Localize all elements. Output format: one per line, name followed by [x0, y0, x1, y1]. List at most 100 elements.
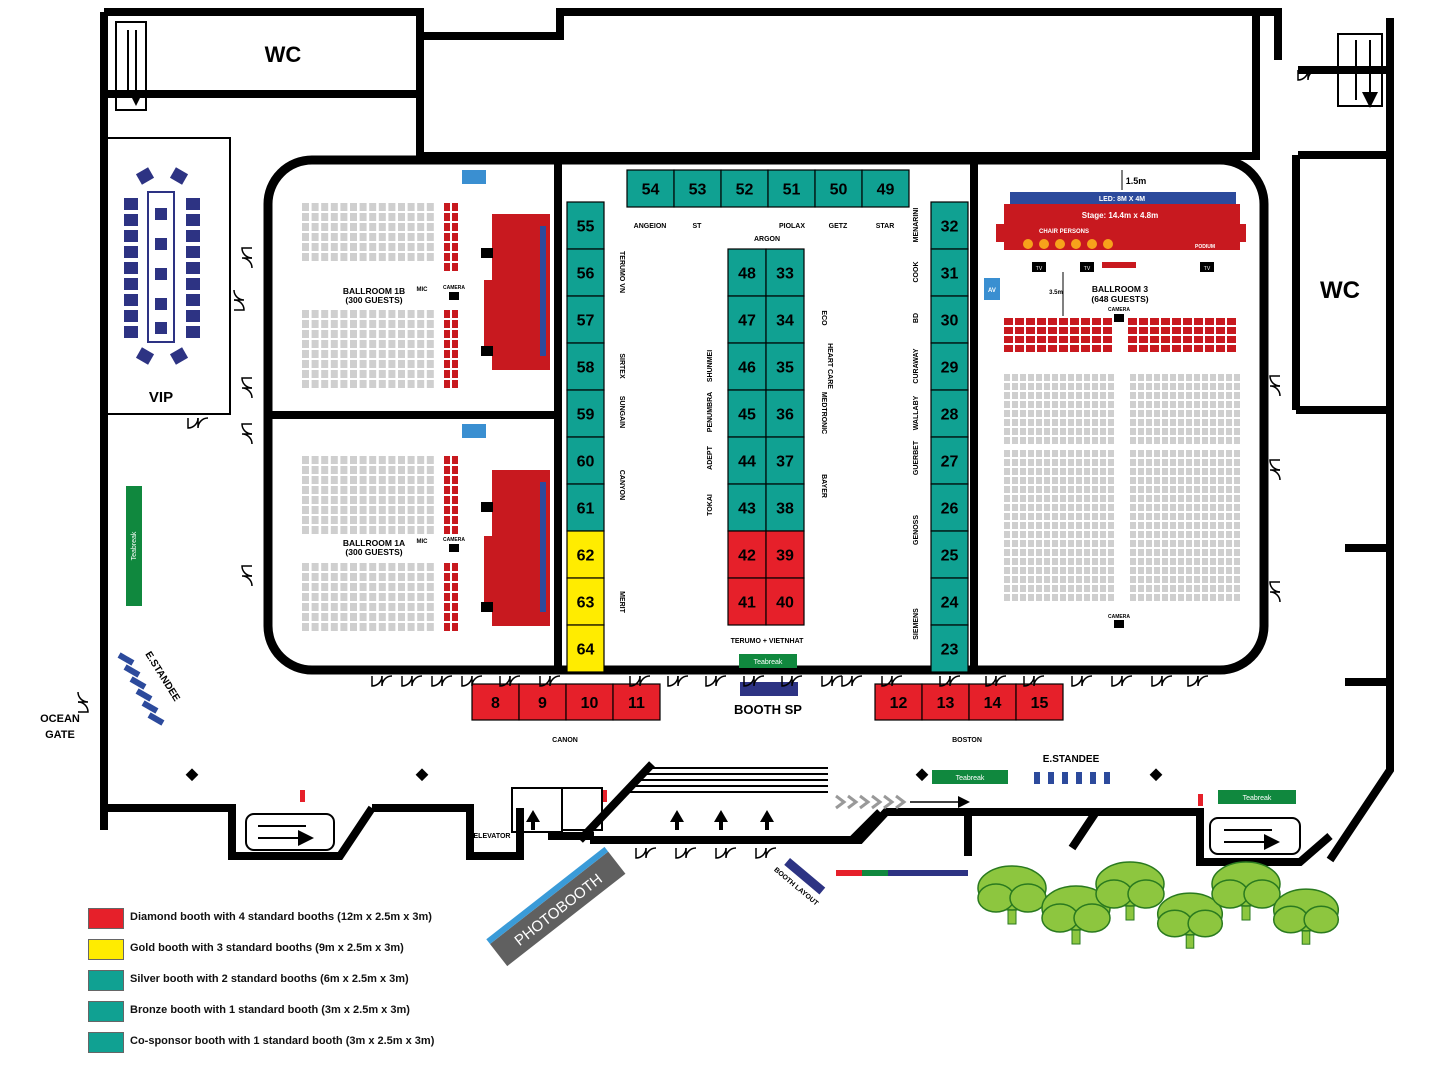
seat: [1052, 374, 1058, 381]
seat: [1084, 450, 1090, 457]
seat: [407, 370, 415, 378]
seat: [369, 350, 377, 358]
seat: [1226, 468, 1232, 475]
seat: [359, 593, 367, 601]
seat: [350, 476, 357, 484]
seat: [1004, 477, 1010, 484]
seat: [444, 380, 450, 388]
seat: [1154, 576, 1160, 583]
seat: [1154, 468, 1160, 475]
seat: [1026, 336, 1035, 343]
seat: [1202, 428, 1208, 435]
seat: [1218, 531, 1224, 538]
seat: [1084, 419, 1090, 426]
seat: [1210, 459, 1216, 466]
seat: [1084, 428, 1090, 435]
seat: [1162, 450, 1168, 457]
seat: [1194, 504, 1200, 511]
seat: [1154, 540, 1160, 547]
seat: [407, 243, 415, 251]
seat: [1146, 567, 1152, 574]
seat: [359, 320, 367, 328]
seat: [417, 330, 425, 338]
seat-grid: [302, 456, 434, 534]
seat: [330, 350, 338, 358]
seat: [1092, 410, 1098, 417]
seat: [388, 573, 396, 581]
seat: [1052, 567, 1058, 574]
seat: [1218, 576, 1224, 583]
seat: [1172, 336, 1181, 343]
seat: [1210, 486, 1216, 493]
seat: [1048, 336, 1057, 343]
camera-icon: [1114, 314, 1124, 322]
seat: [1076, 504, 1082, 511]
booth-box: [765, 295, 805, 344]
booth-box: [1015, 683, 1064, 721]
booth-box: [874, 683, 923, 721]
seat: [350, 350, 357, 358]
seat: [452, 233, 458, 241]
booth-43: 43: [727, 483, 767, 532]
seat: [359, 203, 367, 211]
seat: [378, 466, 386, 474]
seat: [1052, 558, 1058, 565]
seat: [388, 380, 396, 388]
seat: [1060, 468, 1066, 475]
legend-swatch: [88, 970, 124, 991]
seat: [1128, 336, 1137, 343]
seat: [1210, 392, 1216, 399]
seat: [1020, 459, 1026, 466]
seat: [444, 486, 450, 494]
seat: [1084, 495, 1090, 502]
door-swing: [233, 299, 245, 311]
seat: [388, 370, 396, 378]
seat: [1108, 374, 1114, 381]
seat: [302, 613, 309, 621]
seat: [1130, 419, 1136, 426]
seat: [398, 320, 405, 328]
booth-number: 43: [738, 501, 756, 518]
door: [1297, 69, 1319, 81]
seat: [1194, 374, 1200, 381]
seat: [340, 486, 348, 494]
seat: [1138, 392, 1144, 399]
seat: [1128, 318, 1137, 325]
seat: [452, 506, 458, 514]
seat: [1012, 392, 1018, 399]
sponsor-piolax: PIOLAX: [779, 223, 805, 230]
seat: [452, 370, 458, 378]
booth-14: 14: [968, 683, 1017, 721]
chair-persons-label: CHAIR PERSONS: [1039, 229, 1089, 235]
seat: [321, 340, 329, 348]
seat: [388, 253, 396, 261]
seat: [330, 233, 338, 241]
seat: [1146, 576, 1152, 583]
seat: [1068, 513, 1074, 520]
seat: [1028, 459, 1034, 466]
seat: [302, 310, 309, 318]
seat: [1138, 383, 1144, 390]
seat: [1186, 594, 1192, 601]
seat: [1012, 576, 1018, 583]
seat: [369, 496, 377, 504]
seat: [1154, 401, 1160, 408]
seat: [1100, 585, 1106, 592]
seat: [388, 563, 396, 571]
seat: [302, 320, 309, 328]
seat: [1218, 468, 1224, 475]
seat: [1138, 459, 1144, 466]
seat: [1154, 392, 1160, 399]
seat: [369, 623, 377, 631]
seat: [1170, 522, 1176, 529]
seat: [1059, 318, 1068, 325]
seat: [1202, 585, 1208, 592]
seat: [1186, 401, 1192, 408]
seat: [1186, 410, 1192, 417]
seat: [388, 623, 396, 631]
seat: [321, 563, 329, 571]
seat: [1210, 410, 1216, 417]
seat: [1108, 419, 1114, 426]
seat: [1103, 336, 1112, 343]
seat: [1044, 558, 1050, 565]
